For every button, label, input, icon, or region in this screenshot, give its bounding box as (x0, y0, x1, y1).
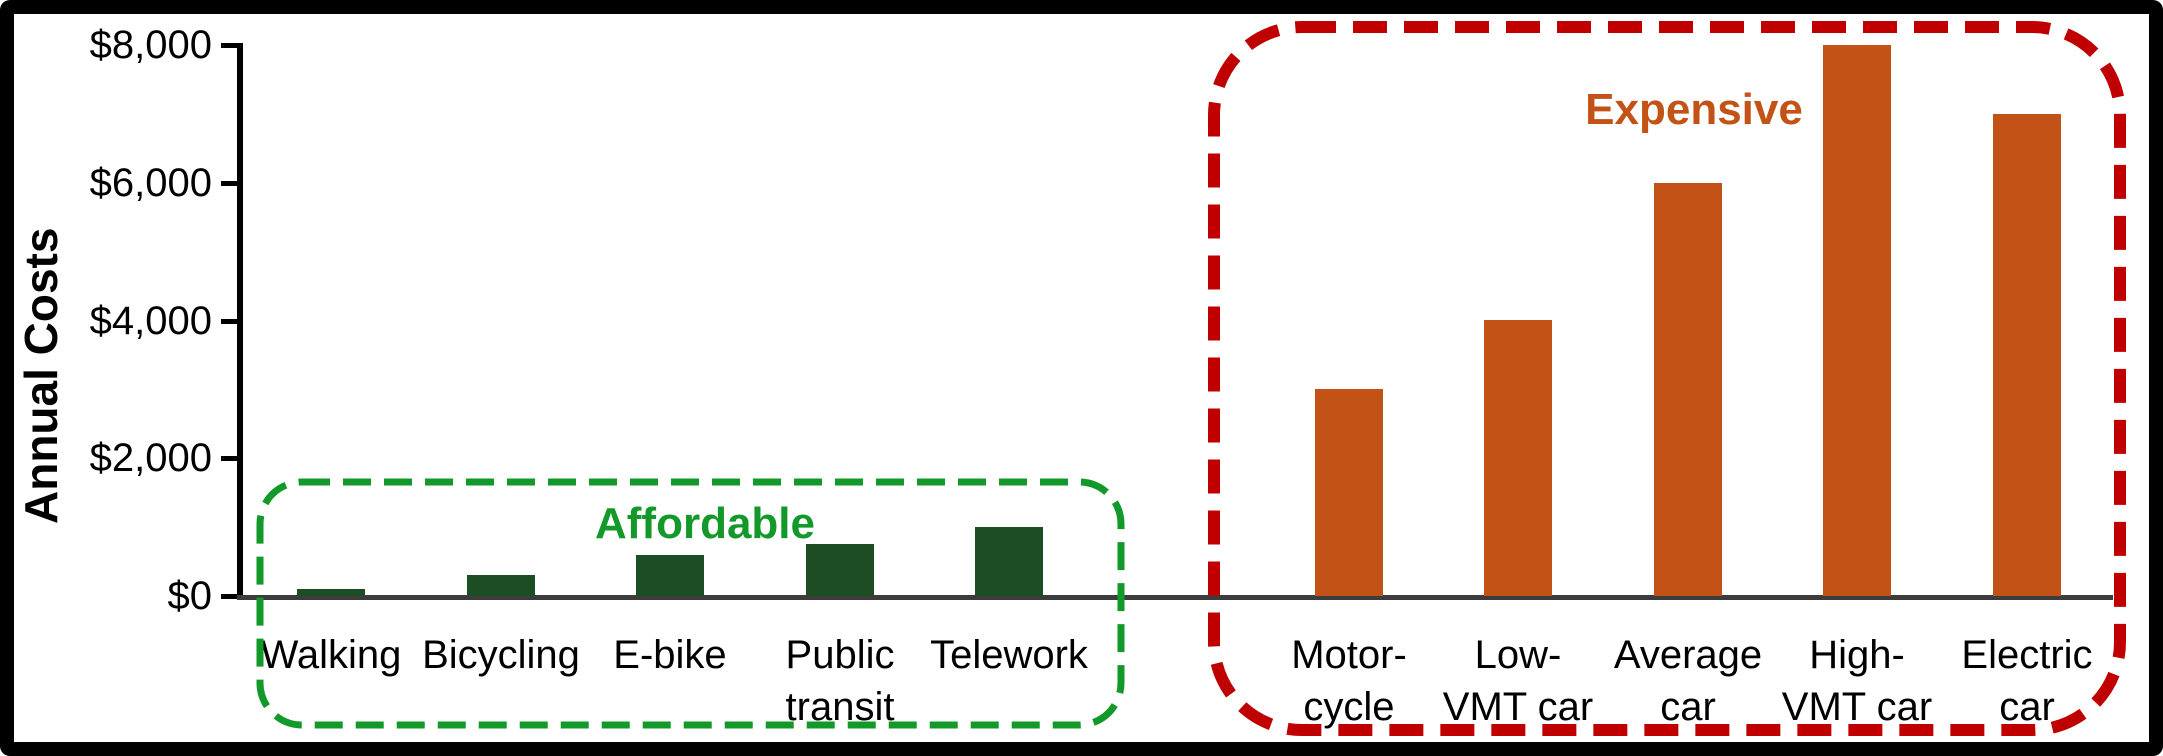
bar-bicycling (467, 575, 535, 596)
category-label-telework: Telework (930, 633, 1088, 677)
y-axis-title: Annual Costs (15, 227, 67, 525)
y-tick-label: $4,000 (89, 298, 212, 343)
y-tick-mark (221, 594, 237, 599)
y-tick-label: $2,000 (89, 436, 212, 481)
bar-low- (1484, 320, 1552, 596)
expensive-label: Expensive (1585, 85, 1803, 134)
bar-electric (1993, 114, 2061, 596)
bar-average (1654, 183, 1722, 596)
affordable-label: Affordable (595, 499, 815, 548)
y-tick-mark (221, 318, 237, 324)
category-label-electric: Electric car (1961, 633, 2093, 729)
y-axis-line (237, 43, 243, 600)
bar-e-bike (636, 555, 704, 596)
y-tick-label: $6,000 (89, 160, 212, 205)
bar-motor- (1315, 389, 1383, 596)
x-axis-line (237, 595, 2113, 600)
y-tick-mark (221, 180, 237, 186)
y-tick-mark (221, 456, 237, 462)
y-tick-mark (221, 43, 237, 48)
bar-walking (297, 589, 365, 596)
y-tick-label: $8,000 (89, 23, 212, 67)
y-tick-label: $0 (167, 574, 213, 618)
bar-public (806, 544, 874, 596)
